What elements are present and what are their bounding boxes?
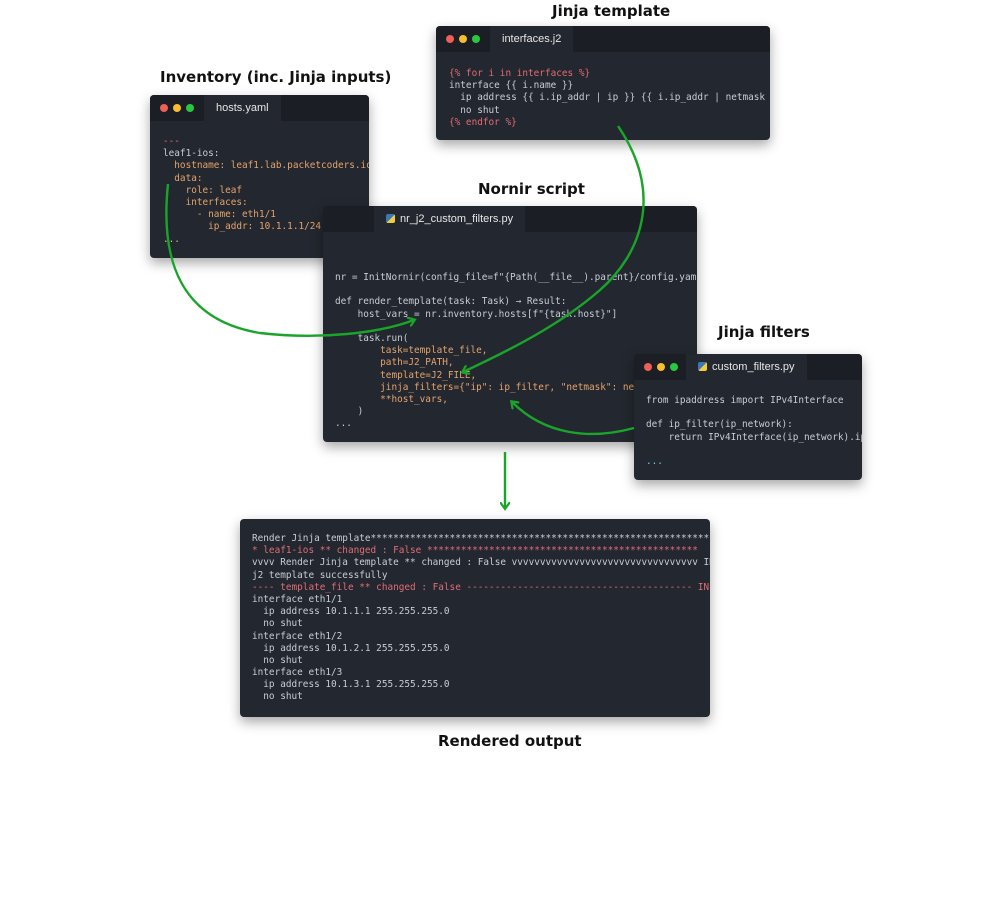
code-line: no shut xyxy=(449,104,500,116)
output-heading: Rendered output xyxy=(438,732,582,750)
output-line: ip address 10.1.1.1 255.255.255.0 xyxy=(252,606,450,618)
template-heading: Jinja template xyxy=(552,2,671,20)
code-line: def ip_filter(ip_network): xyxy=(646,419,793,431)
output-line: ip address 10.1.2.1 255.255.255.0 xyxy=(252,642,450,654)
script-tab-label: nr_j2_custom_filters.py xyxy=(400,213,514,225)
output-line: ---- template_file ** changed : False --… xyxy=(252,581,710,593)
code-line: ) xyxy=(335,406,364,418)
code-line: ... xyxy=(646,455,663,467)
code-token: {% for i in interfaces %} xyxy=(449,68,591,79)
script-titlebar: nr_j2_custom_filters.py xyxy=(323,206,697,232)
code-line: **host_vars, xyxy=(335,393,448,405)
minimize-dot-icon[interactable] xyxy=(459,35,467,43)
code-line: def render_template(task: Task) → Result… xyxy=(335,296,567,308)
filters-code: from ipaddress import IPv4Interface def i… xyxy=(646,395,862,468)
filters-tab-label: custom_filters.py xyxy=(712,361,795,373)
script-tab[interactable]: nr_j2_custom_filters.py xyxy=(374,206,526,232)
script-heading: Nornir script xyxy=(478,180,585,198)
output-line: interface eth1/2 xyxy=(252,630,343,642)
hosts-window: hosts.yaml ---leaf1-ios: hostname: leaf1… xyxy=(150,95,369,258)
code-line: --- xyxy=(163,136,180,147)
code-line: ip address {{ i.ip_addr | ip }} {{ i.ip_… xyxy=(449,92,770,104)
filters-tab[interactable]: custom_filters.py xyxy=(686,354,807,380)
output-line: interface eth1/3 xyxy=(252,667,343,679)
code-line: leaf1-ios: xyxy=(163,148,220,160)
template-to-script-arrow xyxy=(463,125,645,372)
filters-heading: Jinja filters xyxy=(718,323,810,341)
code-line: interfaces: xyxy=(163,196,248,208)
code-line: ... xyxy=(335,418,352,430)
template-tab[interactable]: interfaces.j2 xyxy=(490,26,574,52)
code-line: path=J2_PATH, xyxy=(335,357,454,369)
filters-titlebar: custom_filters.py xyxy=(634,354,862,380)
code-line: nr = InitNornir(config_file=f"{Path(__fi… xyxy=(335,272,697,283)
output-line: no shut xyxy=(252,691,303,703)
close-dot-icon[interactable] xyxy=(160,104,168,112)
hosts-tab-label: hosts.yaml xyxy=(216,102,269,114)
filters-to-script-arrow xyxy=(512,402,635,436)
code-line: template=J2_FILE, xyxy=(335,369,477,381)
code-token: {% endfor %} xyxy=(449,116,517,128)
output-line: * leaf1-ios ** changed : False *********… xyxy=(252,545,698,557)
output-line: interface eth1/1 xyxy=(252,593,343,605)
code-line: role: leaf xyxy=(163,184,243,196)
template-code: {% for i in interfaces %}interface {{ i.… xyxy=(449,68,770,129)
hosts-tab[interactable]: hosts.yaml xyxy=(204,95,281,121)
python-icon xyxy=(386,214,395,223)
output-line: j2 template successfully xyxy=(252,569,388,581)
maximize-dot-icon[interactable] xyxy=(472,35,480,43)
hosts-code: ---leaf1-ios: hostname: leaf1.lab.packet… xyxy=(163,136,369,246)
template-tab-label: interfaces.j2 xyxy=(502,33,562,45)
maximize-dot-icon[interactable] xyxy=(186,104,194,112)
code-line: data: xyxy=(163,172,203,184)
inventory-heading: Inventory (inc. Jinja inputs) xyxy=(160,68,392,86)
template-titlebar: interfaces.j2 xyxy=(436,26,770,52)
output-line: Render Jinja template*******************… xyxy=(252,533,710,544)
script-code: nr = InitNornir(config_file=f"{Path(__fi… xyxy=(335,272,697,430)
code-line: ip_addr: 10.1.1.1/24 xyxy=(163,221,322,233)
inventory-to-script-arrow xyxy=(165,183,414,337)
hosts-titlebar: hosts.yaml xyxy=(150,95,369,121)
output-line: no shut xyxy=(252,654,303,666)
output-code: Render Jinja template*******************… xyxy=(252,533,710,704)
close-dot-icon[interactable] xyxy=(644,363,652,371)
code-line: return IPv4Interface(ip_network).ip xyxy=(646,431,862,443)
minimize-dot-icon[interactable] xyxy=(657,363,665,371)
code-line: host_vars = nr.inventory.hosts[f"{task.h… xyxy=(335,308,618,320)
code-line: {% endfor %} xyxy=(449,117,770,129)
code-line: ... xyxy=(163,233,180,245)
output-window: Render Jinja template*******************… xyxy=(240,519,710,717)
output-line: no shut xyxy=(252,618,303,630)
code-line: interface {{ i.name }} xyxy=(449,80,574,92)
close-dot-icon[interactable] xyxy=(446,35,454,43)
code-line: hostname: leaf1.lab.packetcoders.io xyxy=(163,160,369,172)
code-line: - name: eth1/1 xyxy=(163,209,276,221)
minimize-dot-icon[interactable] xyxy=(173,104,181,112)
maximize-dot-icon[interactable] xyxy=(670,363,678,371)
code-line: task=template_file, xyxy=(335,345,488,357)
code-line: from ipaddress import IPv4Interface xyxy=(646,395,844,406)
code-line: {% for i in interfaces %} xyxy=(449,68,770,80)
python-icon xyxy=(698,362,707,371)
code-line: task.run( xyxy=(335,332,409,344)
output-line: vvvv Render Jinja template ** changed : … xyxy=(252,557,710,569)
filters-window: custom_filters.py from ipaddress import … xyxy=(634,354,862,480)
template-window: interfaces.j2 {% for i in interfaces %}i… xyxy=(436,26,770,140)
output-line: ip address 10.1.3.1 255.255.255.0 xyxy=(252,679,450,691)
